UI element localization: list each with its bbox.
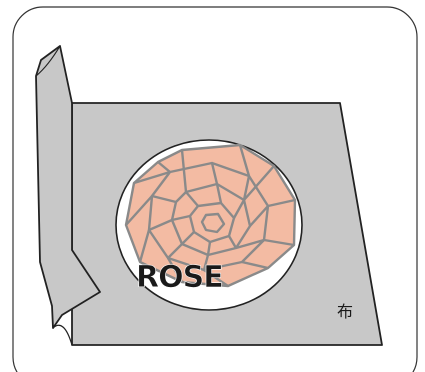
rose-emblem-text: ROSE (136, 260, 223, 295)
fabric-label: 布 (337, 302, 353, 321)
